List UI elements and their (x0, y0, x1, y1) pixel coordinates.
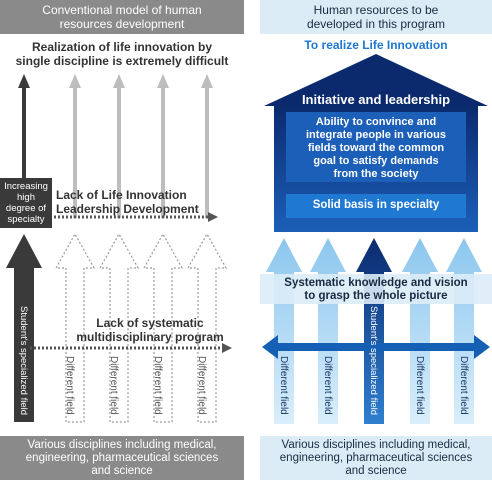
ability-line2: integrate people in various (306, 129, 446, 141)
lack-leadership-line1: Lack of Life Innovation (56, 188, 187, 202)
right-different-field-3: Different field (414, 356, 425, 415)
right-footer-line2: engineering, pharmaceutical sciences (279, 451, 473, 464)
basis-bar (286, 194, 466, 218)
upper-gray-arrow-1 (69, 74, 81, 218)
program-dotted-line (30, 343, 232, 353)
lack-program-label: Lack of systematic multidisciplinary pro… (60, 316, 240, 344)
right-subtitle: To realize Life Innovation (304, 38, 448, 52)
right-header-line1: Human resources to be (313, 3, 439, 17)
ability-label: Ability to convince and integrate people… (286, 116, 466, 181)
right-diagram (260, 54, 492, 424)
systematic-line1: Systematic knowledge and vision (284, 277, 468, 289)
left-footer-line3: and science (91, 464, 153, 477)
ability-line3: fields toward the common (307, 142, 445, 154)
systematic-line2: to grasp the whole picture (304, 290, 448, 302)
horizontal-double-arrow (262, 335, 490, 359)
upper-gray-arrow-2 (113, 74, 125, 218)
right-footer-line1: Various disciplines including medical, (281, 438, 471, 451)
upper-gray-arrows (69, 74, 213, 218)
ability-line4: goal to satisfy demands (313, 155, 439, 167)
ability-box (286, 112, 466, 182)
left-header: Conventional model of human resources de… (0, 0, 244, 34)
specialty-box: Increasing high degree of specialty (0, 178, 52, 228)
right-student-field-label: Student's specialized field (368, 306, 379, 416)
left-footer-line1: Various disciplines including medical, (27, 438, 217, 451)
house-roof (264, 54, 488, 106)
left-different-field-4: Different field (196, 356, 207, 415)
basis-label: Solid basis in specialty (312, 199, 440, 211)
outline-arrows (54, 232, 228, 423)
outline-arrow-4 (186, 232, 228, 423)
roof-label: Initiative and leadership (301, 92, 451, 107)
right-footer: Various disciplines including medical, e… (260, 436, 492, 480)
right-different-field-4: Different field (458, 356, 469, 415)
upper-gray-arrow-3 (157, 74, 169, 218)
left-different-field-1: Different field (64, 356, 75, 415)
left-different-field-2: Different field (108, 356, 119, 415)
upper-gray-arrow-4 (201, 74, 213, 218)
specialty-line1: Increasing (4, 181, 48, 192)
left-title: Realization of life innovation by single… (0, 40, 244, 68)
specialty-arrow (18, 74, 30, 186)
outline-arrow-1 (54, 232, 96, 423)
right-different-field-2: Different field (322, 356, 333, 415)
left-student-field-label: Student's specialized field (18, 306, 29, 416)
left-header-line1: Conventional model of human (42, 3, 202, 17)
systematic-band (260, 274, 492, 304)
left-header-line2: resources development (59, 17, 185, 31)
lack-leadership-line2: Leadership Development (56, 202, 199, 216)
lack-leadership-label: Lack of Life Innovation Leadership Devel… (56, 188, 236, 216)
outline-arrow-2 (98, 232, 140, 423)
right-different-field-1: Different field (278, 356, 289, 415)
right-header-line2: developed in this program (306, 17, 446, 31)
left-title-line1: Realization of life innovation by (31, 40, 212, 54)
right-footer-line3: and science (345, 464, 407, 477)
leadership-dotted-line (30, 212, 218, 222)
lack-program-line2: multidisciplinary program (76, 330, 224, 344)
ability-line5: from the society (333, 168, 419, 180)
left-footer: Various disciplines including medical, e… (0, 436, 244, 480)
specialty-line3: degree of (5, 203, 47, 214)
left-footer-line2: engineering, pharmaceutical sciences (25, 451, 219, 464)
ability-line1: Ability to convince and (315, 116, 437, 128)
left-title-line2: single discipline is extremely difficult (15, 54, 229, 68)
student-field-arrow (6, 234, 42, 422)
right-header: Human resources to be developed in this … (260, 0, 492, 34)
specialty-line2: high (17, 192, 35, 203)
systematic-label: Systematic knowledge and vision to grasp… (260, 277, 492, 303)
outline-arrow-3 (142, 232, 184, 423)
left-different-field-3: Different field (152, 356, 163, 415)
lack-program-line1: Lack of systematic (96, 316, 204, 330)
left-diagram (6, 74, 232, 423)
specialty-line4: specialty (7, 214, 45, 225)
